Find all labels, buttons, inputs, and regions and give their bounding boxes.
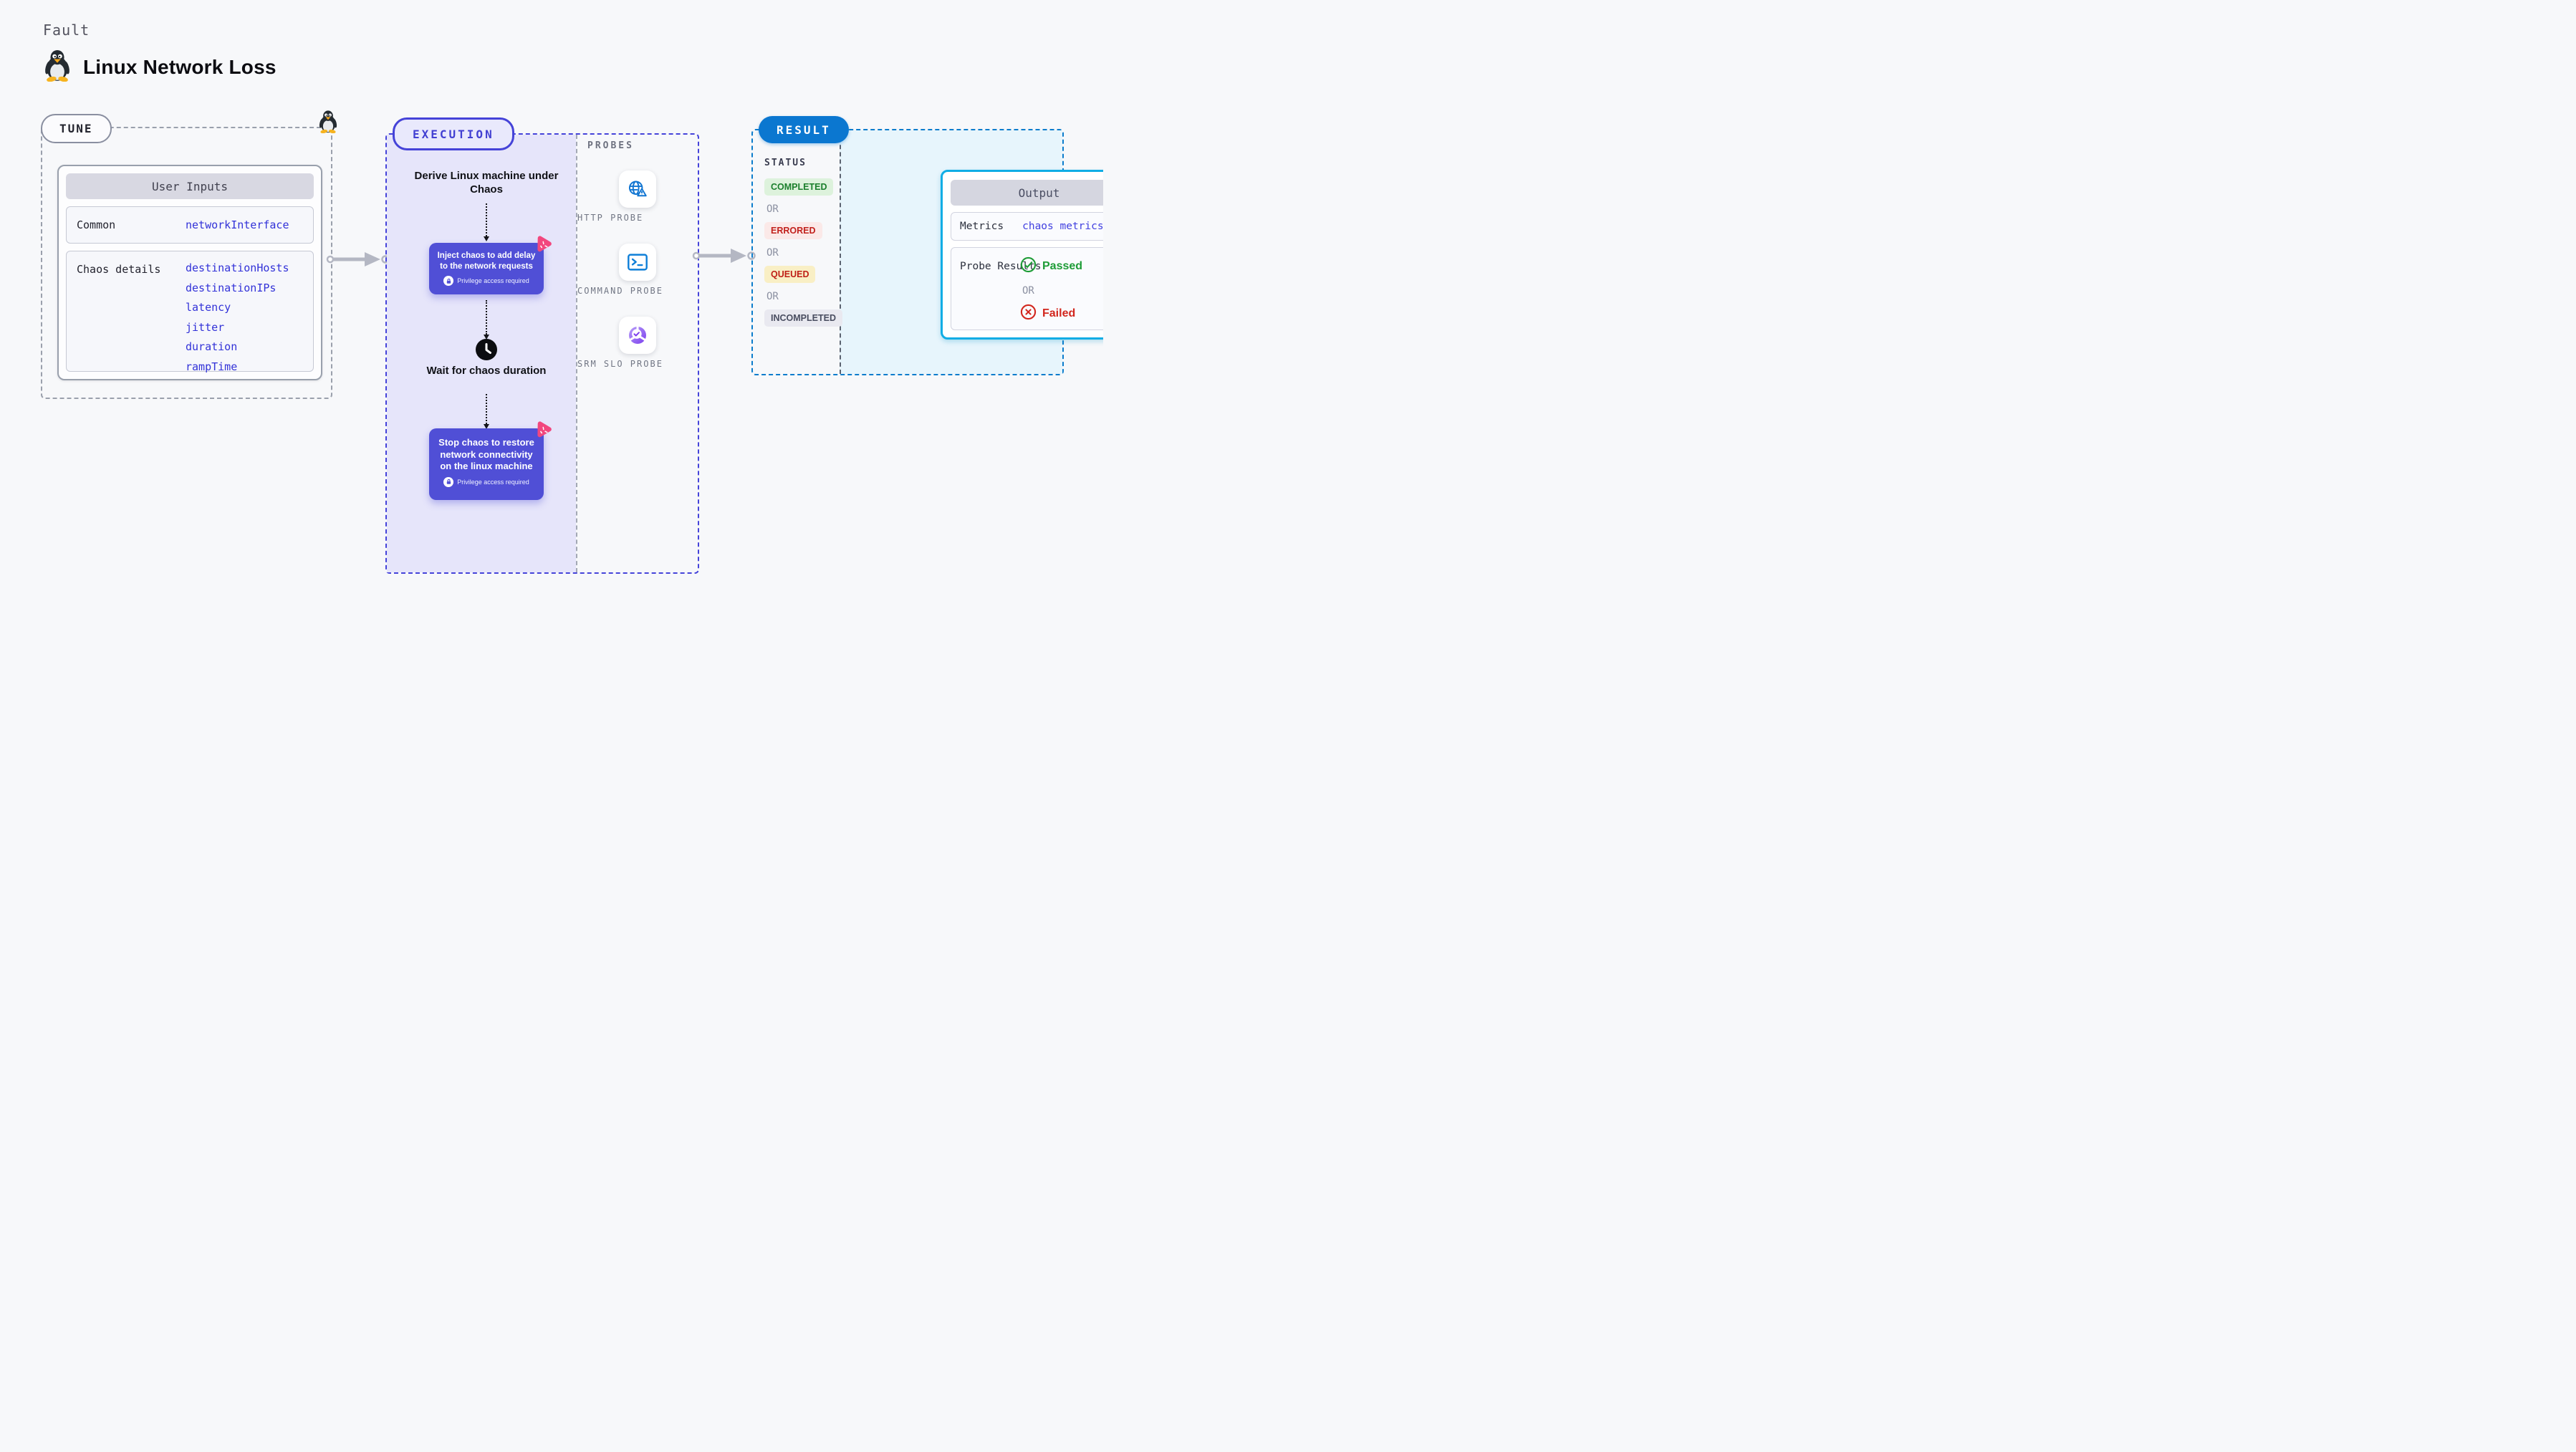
result-pill: RESULT bbox=[759, 116, 849, 143]
execution-section: Derive Linux machine under Chaos Inject … bbox=[385, 117, 699, 574]
input-value: latency bbox=[186, 301, 231, 314]
probes-section: PROBES HTTP PROBE bbox=[576, 135, 698, 572]
srm-slo-probe-label: SRM SLO PROBE bbox=[577, 359, 663, 369]
execution-flow-area: Derive Linux machine under Chaos Inject … bbox=[387, 135, 576, 572]
passed-verdict: Passed bbox=[1020, 256, 1082, 277]
input-value: duration bbox=[186, 340, 238, 353]
terminal-icon bbox=[619, 244, 656, 281]
execution-to-result-arrow bbox=[692, 248, 756, 267]
stop-step-text: Stop chaos to restore network connectivi… bbox=[438, 437, 534, 471]
fault-diagram: Fault Linux Network Loss TUNE bbox=[0, 0, 1103, 622]
execution-pill: EXECUTION bbox=[393, 117, 514, 150]
srm-slo-probe-card bbox=[577, 317, 698, 354]
derive-step-text: Derive Linux machine under Chaos bbox=[414, 170, 559, 196]
input-value-list: destinationHosts destinationIPs latency … bbox=[186, 251, 289, 377]
failed-verdict: Failed bbox=[1020, 304, 1082, 324]
tune-section: TUNE User Inputs Common networkInterface bbox=[41, 110, 337, 399]
lock-icon bbox=[443, 276, 454, 286]
lock-icon bbox=[443, 476, 454, 487]
output-card: Output Metrics chaos metrics Probe Resul… bbox=[941, 170, 1103, 340]
slo-donut-icon bbox=[619, 317, 656, 354]
or-label: OR bbox=[766, 291, 779, 302]
status-badge-completed: COMPLETED bbox=[764, 178, 834, 196]
command-probe-label: COMMAND PROBE bbox=[577, 286, 663, 296]
chaos-logo-icon bbox=[534, 235, 552, 257]
down-arrow-icon bbox=[484, 394, 489, 429]
status-title: STATUS bbox=[764, 158, 807, 168]
wait-step-text: Wait for chaos duration bbox=[426, 365, 547, 377]
metrics-row: Metrics chaos metrics bbox=[951, 212, 1103, 241]
page-header: Linux Network Loss bbox=[43, 49, 277, 85]
result-output-area: Output Metrics chaos metrics Probe Resul… bbox=[840, 130, 1103, 374]
tune-to-execution-arrow bbox=[326, 251, 390, 271]
privilege-badge-text: Privilege access required bbox=[457, 478, 529, 486]
result-section: Output Metrics chaos metrics Probe Resul… bbox=[751, 116, 1103, 375]
linux-penguin-icon bbox=[43, 49, 72, 85]
probes-title: PROBES bbox=[587, 140, 634, 151]
status-badge-errored: ERRORED bbox=[764, 222, 822, 239]
failed-label: Failed bbox=[1042, 307, 1076, 319]
status-badge-incompleted: INCOMPLETED bbox=[764, 309, 842, 327]
stop-chaos-node: Stop chaos to restore network connectivi… bbox=[429, 421, 552, 500]
input-value: jitter bbox=[186, 320, 225, 334]
probe-verdicts: Passed OR Failed bbox=[1020, 256, 1082, 324]
input-row-label: Common bbox=[77, 218, 116, 231]
user-inputs-title: User Inputs bbox=[66, 173, 314, 199]
user-inputs-card: User Inputs Common networkInterface Chao… bbox=[57, 165, 322, 380]
passed-label: Passed bbox=[1042, 260, 1083, 272]
fault-kicker: Fault bbox=[43, 21, 90, 39]
tune-pill: TUNE bbox=[41, 114, 112, 143]
inject-step-text: Inject chaos to add delay to the network… bbox=[437, 251, 536, 271]
http-probe-label: HTTP PROBE bbox=[577, 213, 644, 223]
input-value: rampTime bbox=[186, 360, 238, 373]
output-title: Output bbox=[951, 180, 1103, 206]
linux-penguin-icon bbox=[318, 110, 338, 137]
http-probe-card bbox=[577, 170, 698, 208]
metrics-value: chaos metrics bbox=[1022, 221, 1103, 232]
x-circle-icon bbox=[1020, 304, 1037, 324]
input-row-common: Common networkInterface bbox=[66, 206, 314, 244]
privilege-badge: Privilege access required bbox=[429, 276, 544, 286]
chaos-logo-icon bbox=[534, 420, 552, 443]
or-label: OR bbox=[766, 203, 779, 215]
status-badge-queued: QUEUED bbox=[764, 266, 816, 283]
metrics-label: Metrics bbox=[960, 221, 1004, 232]
input-row-label: Chaos details bbox=[77, 263, 161, 276]
status-column: STATUS COMPLETED OR ERRORED OR QUEUED OR… bbox=[753, 130, 842, 327]
inject-chaos-node: Inject chaos to add delay to the network… bbox=[429, 236, 552, 294]
input-value: destinationIPs bbox=[186, 281, 277, 294]
or-label: OR bbox=[1022, 285, 1034, 297]
page-title: Linux Network Loss bbox=[83, 55, 277, 78]
or-label: OR bbox=[766, 247, 779, 259]
input-row-chaos-details: Chaos details destinationHosts destinati… bbox=[66, 251, 314, 373]
globe-alert-icon bbox=[619, 170, 656, 208]
input-value: destinationHosts bbox=[186, 261, 289, 274]
input-value: networkInterface bbox=[186, 218, 289, 231]
probe-results-row: Probe Results Passed OR bbox=[951, 247, 1103, 330]
down-arrow-icon bbox=[484, 300, 489, 340]
check-circle-icon bbox=[1020, 256, 1037, 277]
privilege-badge: Privilege access required bbox=[429, 476, 544, 487]
privilege-badge-text: Privilege access required bbox=[457, 277, 529, 284]
down-arrow-icon bbox=[484, 203, 489, 241]
command-probe-card bbox=[577, 244, 698, 281]
clock-icon bbox=[476, 339, 497, 364]
